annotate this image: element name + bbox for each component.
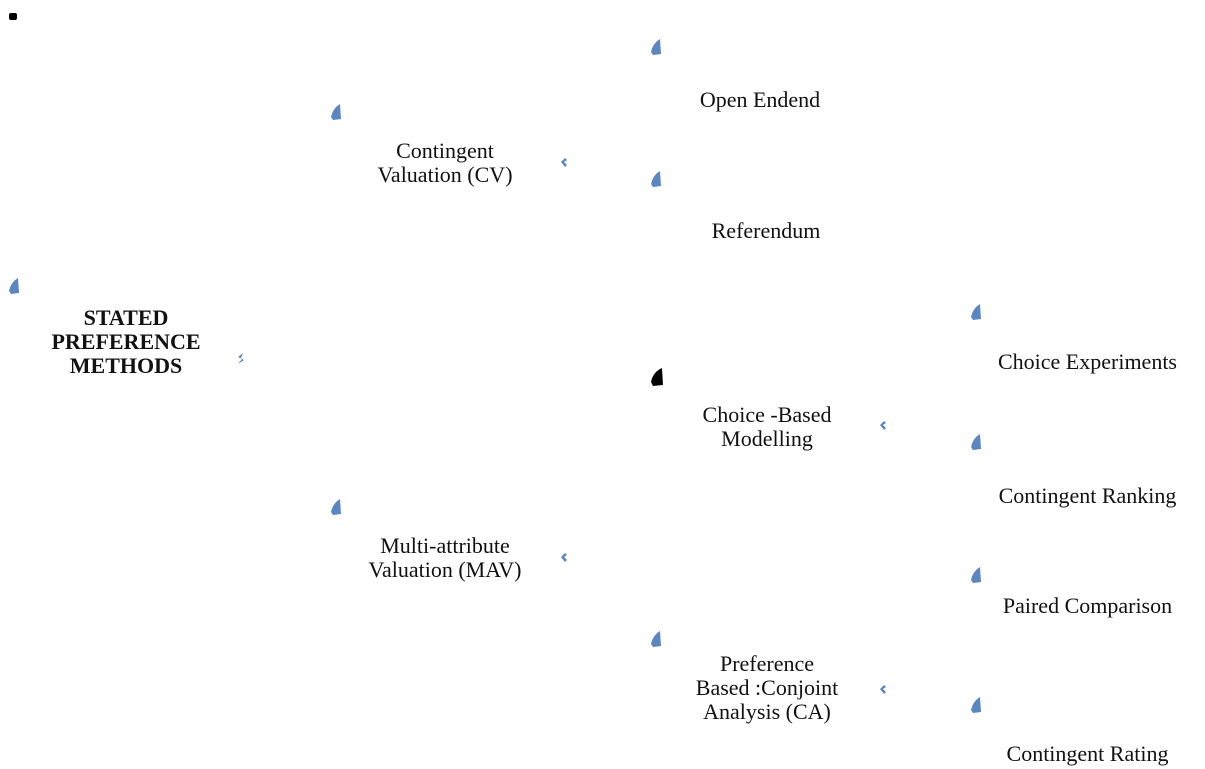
node-leaf-icon <box>971 567 981 583</box>
referendum-label: Referendum <box>711 218 821 243</box>
contingent-rating-label: Contingent Rating <box>1006 741 1169 766</box>
collapse-chevron-icon[interactable] <box>559 552 569 564</box>
node-leaf-icon <box>971 434 981 450</box>
node-leaf-icon <box>331 104 341 120</box>
paired-comparison-label: Paired Comparison <box>1002 593 1173 618</box>
contingent-valuation-label: Contingent Valuation (CV) <box>377 138 513 187</box>
conjoint-analysis-label: Preference Based :Conjoint Analysis (CA) <box>695 651 839 724</box>
node-leaf-icon <box>651 631 661 647</box>
collapse-chevron-icon[interactable] <box>236 352 246 366</box>
collapse-chevron-icon[interactable] <box>878 684 888 696</box>
node-leaf-icon <box>971 304 981 320</box>
root-node-label: STATED PREFERENCE METHODS <box>51 305 201 378</box>
node-leaf-icon <box>651 171 661 187</box>
node-leaf-icon <box>331 499 341 515</box>
open-ended-label: Open Endend <box>699 87 821 112</box>
corner-square-icon <box>9 13 17 20</box>
node-leaf-icon-selected <box>651 368 663 386</box>
node-leaf-icon <box>971 697 981 713</box>
choice-based-modelling-label: Choice -Based Modelling <box>702 402 832 451</box>
collapse-chevron-icon[interactable] <box>878 420 888 432</box>
collapse-chevron-icon[interactable] <box>559 157 569 169</box>
node-leaf-icon <box>9 278 19 294</box>
node-leaf-icon <box>651 39 661 55</box>
choice-experiments-label: Choice Experiments <box>997 349 1177 374</box>
contingent-ranking-label: Contingent Ranking <box>998 483 1177 508</box>
multi-attribute-valuation-label: Multi-attribute Valuation (MAV) <box>368 533 522 582</box>
